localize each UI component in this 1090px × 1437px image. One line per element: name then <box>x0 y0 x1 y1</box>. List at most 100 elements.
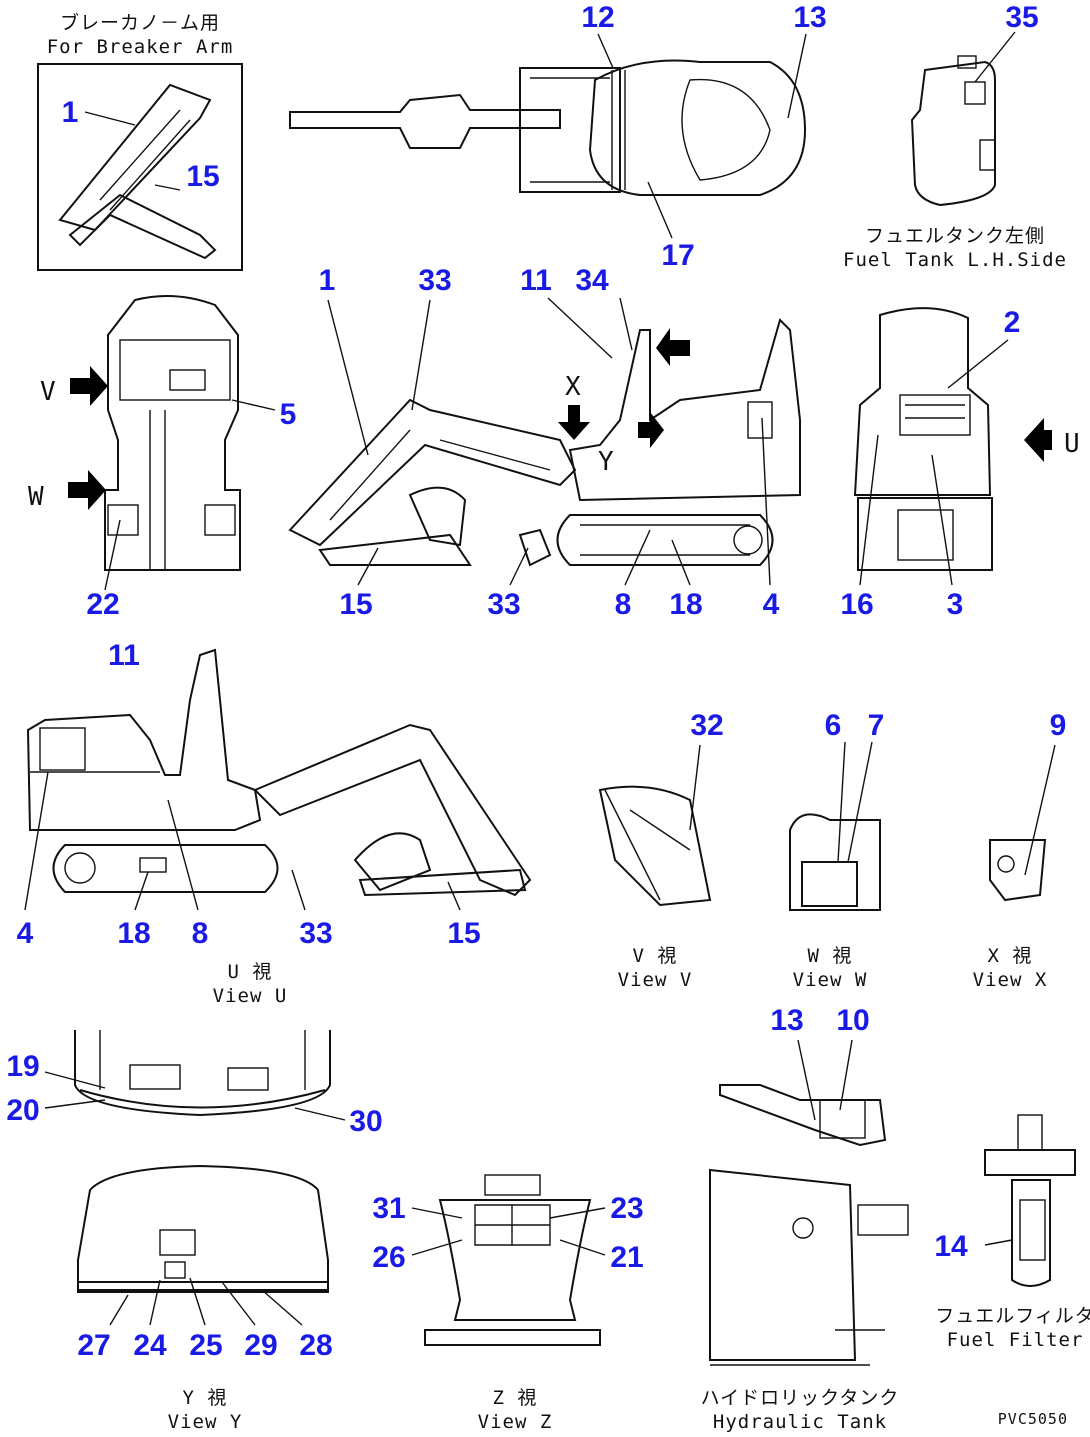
caption-view-w-jp: W 視 <box>808 945 853 967</box>
view-letter-y: Y <box>598 447 615 477</box>
callout-33-side-bottom: 33 <box>487 588 520 621</box>
callout-15-side: 15 <box>339 588 372 621</box>
callout-25: 25 <box>189 1329 222 1362</box>
callout-13-hyd: 13 <box>770 1004 803 1037</box>
caption-view-z-en: View Z <box>478 1411 553 1433</box>
callout-8-side: 8 <box>615 588 632 621</box>
caption-view-u-jp: U 視 <box>228 961 273 983</box>
callout-17: 17 <box>661 239 694 272</box>
callout-1-side: 1 <box>319 264 336 297</box>
caption-hyd-tank-en: Hydraulic Tank <box>713 1411 887 1433</box>
callout-3: 3 <box>947 588 964 621</box>
arrow-view-w <box>68 470 106 510</box>
callout-20: 20 <box>6 1094 39 1127</box>
callout-1-breaker: 1 <box>62 96 79 129</box>
fuel-filter-drawing: フュエルフィルタ Fuel Filter <box>935 1114 1090 1351</box>
callout-15-view-u: 15 <box>447 917 480 950</box>
side-view-bucket <box>408 486 467 547</box>
callout-33-view-u: 33 <box>299 917 332 950</box>
callout-9: 9 <box>1050 709 1067 742</box>
callout-16: 16 <box>840 588 873 621</box>
arrow-view-u <box>1024 418 1052 462</box>
view-u-drawing: U 視 View U <box>24 648 532 1007</box>
view-letter-u: U <box>1064 429 1081 459</box>
side-view-machine: X Y <box>288 297 801 586</box>
caption-view-v-jp: V 視 <box>633 945 678 967</box>
callout-32: 32 <box>690 709 723 742</box>
top-view-cab <box>588 59 807 196</box>
callout-15-breaker: 15 <box>186 160 219 193</box>
front-view-machine: V W <box>28 295 276 591</box>
caption-breaker-jp: ブレーカノ－ム用 <box>60 11 220 34</box>
callout-5: 5 <box>280 398 297 431</box>
view-u-bucket <box>353 832 432 892</box>
callout-30: 30 <box>349 1105 382 1138</box>
callout-13-top: 13 <box>793 1 826 34</box>
caption-fuel-tank-jp: フュエルタンク左側 <box>865 225 1045 247</box>
view-letter-v: V <box>40 377 57 407</box>
view-w-drawing: W 視 View W <box>789 741 881 991</box>
callout-19: 19 <box>6 1050 39 1083</box>
caption-view-z-jp: Z 視 <box>493 1387 538 1409</box>
callout-11-view-u: 11 <box>108 639 140 672</box>
side-view-body <box>568 318 801 502</box>
callout-27: 27 <box>77 1329 110 1362</box>
side-view-track <box>556 514 774 566</box>
view-letter-x: X <box>565 372 582 402</box>
callout-7: 7 <box>868 709 885 742</box>
rear-view-machine: U <box>853 307 1081 586</box>
view-v-drawing: V 視 View V <box>598 744 712 991</box>
caption-fuel-filter-en: Fuel Filter <box>947 1329 1084 1351</box>
callout-12: 12 <box>581 1 614 34</box>
breaker-arm-inset: ブレーカノ－ム用 For Breaker Arm <box>37 11 243 271</box>
view-x-drawing: X 視 View X <box>973 744 1056 991</box>
callout-24: 24 <box>133 1329 167 1362</box>
caption-view-v-en: View V <box>618 969 693 991</box>
drawing-code: PVC5050 <box>998 1410 1068 1428</box>
callout-28: 28 <box>299 1329 332 1362</box>
callout-35: 35 <box>1005 1 1038 34</box>
callout-4-side: 4 <box>763 588 780 621</box>
callout-29: 29 <box>244 1329 277 1362</box>
caption-view-u-en: View U <box>213 985 288 1007</box>
top-view-arm <box>289 93 561 149</box>
fuel-tank-drawing: フュエルタンク左側 Fuel Tank L.H.Side <box>843 31 1067 271</box>
callout-labels: 1 15 12 13 17 35 1 33 11 34 2 5 22 15 33… <box>6 1 1066 1362</box>
callout-18-side: 18 <box>669 588 702 621</box>
view-u-track <box>52 844 279 893</box>
callout-8-view-u: 8 <box>192 917 209 950</box>
side-view-boom <box>288 398 577 547</box>
view-z-drawing: Z 視 View Z <box>411 1174 606 1433</box>
caption-view-x-jp: X 視 <box>988 945 1033 967</box>
callout-22: 22 <box>86 588 119 621</box>
breaker-inset-frame <box>37 63 243 271</box>
caption-view-w-en: View W <box>793 969 868 991</box>
arrow-view-y <box>638 412 664 448</box>
callout-31: 31 <box>372 1192 405 1225</box>
caption-breaker-en: For Breaker Arm <box>47 36 234 58</box>
callout-21: 21 <box>610 1241 643 1274</box>
caption-view-y-en: View Y <box>168 1411 243 1433</box>
arrow-view-x <box>558 405 590 440</box>
callout-10: 10 <box>836 1004 869 1037</box>
top-view-machine <box>289 33 807 239</box>
view-letter-w: W <box>28 482 45 512</box>
caption-fuel-tank-en: Fuel Tank L.H.Side <box>843 249 1067 271</box>
callout-14: 14 <box>934 1230 968 1263</box>
view-u-boom <box>253 723 532 897</box>
hydraulic-tank-drawing: ハイドロリックタンク Hydraulic Tank <box>701 1039 909 1433</box>
caption-fuel-filter-jp: フュエルフィルタ <box>935 1305 1090 1327</box>
caption-view-y-jp: Y 視 <box>183 1387 228 1409</box>
callout-26: 26 <box>372 1241 405 1274</box>
callout-2: 2 <box>1004 306 1021 339</box>
breaker-cylinder-drawing <box>68 193 217 260</box>
callout-33-side-top: 33 <box>418 264 451 297</box>
callout-18-view-u: 18 <box>117 917 150 950</box>
callout-11-side: 11 <box>520 264 552 297</box>
callout-4-view-u: 4 <box>17 917 34 950</box>
callout-23: 23 <box>610 1192 643 1225</box>
counterweight-drawing <box>44 1030 346 1121</box>
caption-view-x-en: View X <box>973 969 1048 991</box>
callout-34: 34 <box>575 264 609 297</box>
